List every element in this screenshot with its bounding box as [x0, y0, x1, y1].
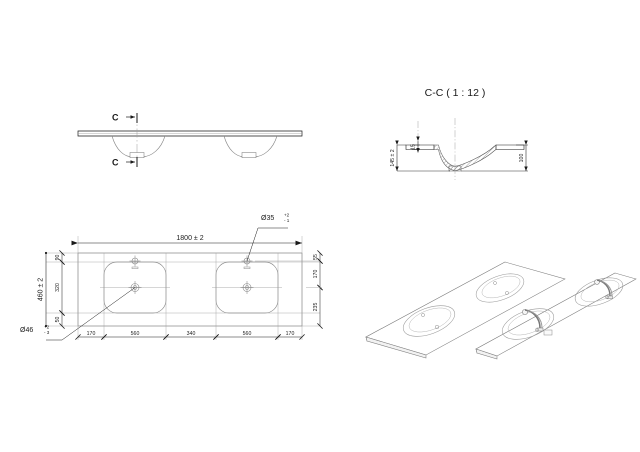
iso2-left-overflow-plate	[543, 329, 553, 336]
iso1-left-basin-bowl	[408, 307, 452, 333]
top-plan-view: 1800 ± 2 460 ± 2 90 320 50 55 170 235	[20, 213, 323, 341]
iso1-left-tap-hole	[421, 313, 425, 317]
front-elevation-view: C C	[77, 113, 303, 168]
elevation-right-drain-boss	[241, 152, 257, 158]
dim-section-total-height: 145 ± 2	[390, 140, 450, 172]
plan-right-drain-hole	[240, 281, 254, 294]
dim-section-rim-thickness: 15	[411, 136, 420, 153]
section-right-rim	[495, 144, 525, 150]
iso1-right-basin-bowl	[481, 275, 521, 299]
iso2-right-drain-hole	[605, 295, 609, 299]
plan-extension-lines	[46, 236, 320, 340]
dim-plan-overall-depth-label: 460 ± 2	[38, 278, 45, 301]
dim-plan-bottom-340: 340	[187, 331, 196, 337]
iso1-right-drain-hole	[505, 291, 509, 295]
dim-plan-left-90: 90	[55, 255, 61, 261]
dim-plan-overall-width: 1800 ± 2	[71, 235, 303, 246]
isometric-view-with-taps	[475, 272, 637, 360]
section-mark-top-label: C	[112, 113, 119, 123]
section-title: C-C ( 1 : 12 )	[425, 87, 486, 99]
iso2-left-drain-hole	[535, 328, 539, 332]
dim-plan-bottom-chain: 170 560 340 560 170	[75, 331, 305, 340]
dim-section-basin-depth-label: 100	[519, 154, 525, 163]
dim-plan-bottom-560-right: 560	[243, 331, 252, 337]
iso1-left-edge	[365, 336, 427, 359]
elevation-slab-outline	[77, 130, 303, 137]
dim-plan-right-chain: 55 170 235	[306, 250, 323, 329]
iso1-left-drain-hole	[434, 324, 440, 330]
dim-plan-bottom-170-left: 170	[87, 331, 96, 337]
dim-plan-overall-depth: 460 ± 2	[38, 251, 48, 328]
section-mark-bottom-label: C	[112, 158, 119, 168]
dim-plan-left-320: 320	[55, 283, 61, 292]
section-c-c-view: C-C ( 1 : 12 ) 145 ± 2 15	[390, 87, 528, 180]
dim-plan-right-55: 55	[313, 254, 319, 260]
dim-section-basin-depth: 100	[461, 140, 528, 172]
iso1-top-surface	[365, 261, 566, 356]
callout-tap-hole-tol-upper: +2	[284, 213, 290, 218]
dim-section-total-height-label: 145 ± 2	[390, 149, 396, 166]
dim-plan-right-170: 170	[313, 270, 319, 279]
callout-drain-hole-label: Ø46	[20, 327, 33, 334]
callout-tap-hole-tol-lower: - 1	[284, 218, 290, 223]
iso1-right-basin-rim	[475, 273, 525, 303]
dim-plan-bottom-560-left: 560	[131, 331, 140, 337]
dim-plan-bottom-170-right: 170	[286, 331, 295, 337]
callout-tap-hole: Ø35 +2 - 1	[246, 213, 290, 262]
callout-drain-hole-tol-lower: - 3	[44, 330, 50, 335]
plan-left-tap-hole	[129, 255, 141, 269]
section-mark-top: C	[112, 113, 138, 123]
callout-tap-hole-label: Ø35	[261, 215, 274, 222]
dim-plan-right-235: 235	[313, 303, 319, 312]
dim-section-rim-thickness-label: 15	[411, 144, 417, 150]
iso2-left-edge	[475, 348, 498, 360]
iso1-right-tap-hole	[493, 281, 497, 285]
callout-drain-hole-tol-upper: +2	[44, 325, 50, 330]
isometric-view-plain	[365, 261, 566, 359]
section-bowl-wall	[433, 144, 497, 171]
section-mark-bottom: C	[112, 157, 138, 168]
iso2-left-faucet	[522, 309, 544, 332]
callout-drain-hole: Ø46 +2 - 3	[20, 287, 136, 341]
iso2-right-faucet	[594, 279, 613, 300]
dim-plan-left-50: 50	[55, 317, 61, 323]
plan-slab-outline	[77, 252, 303, 327]
dim-plan-left-chain: 90 320 50	[55, 250, 65, 329]
dim-plan-overall-width-label: 1800 ± 2	[176, 235, 203, 242]
iso1-left-basin-rim	[402, 305, 456, 337]
